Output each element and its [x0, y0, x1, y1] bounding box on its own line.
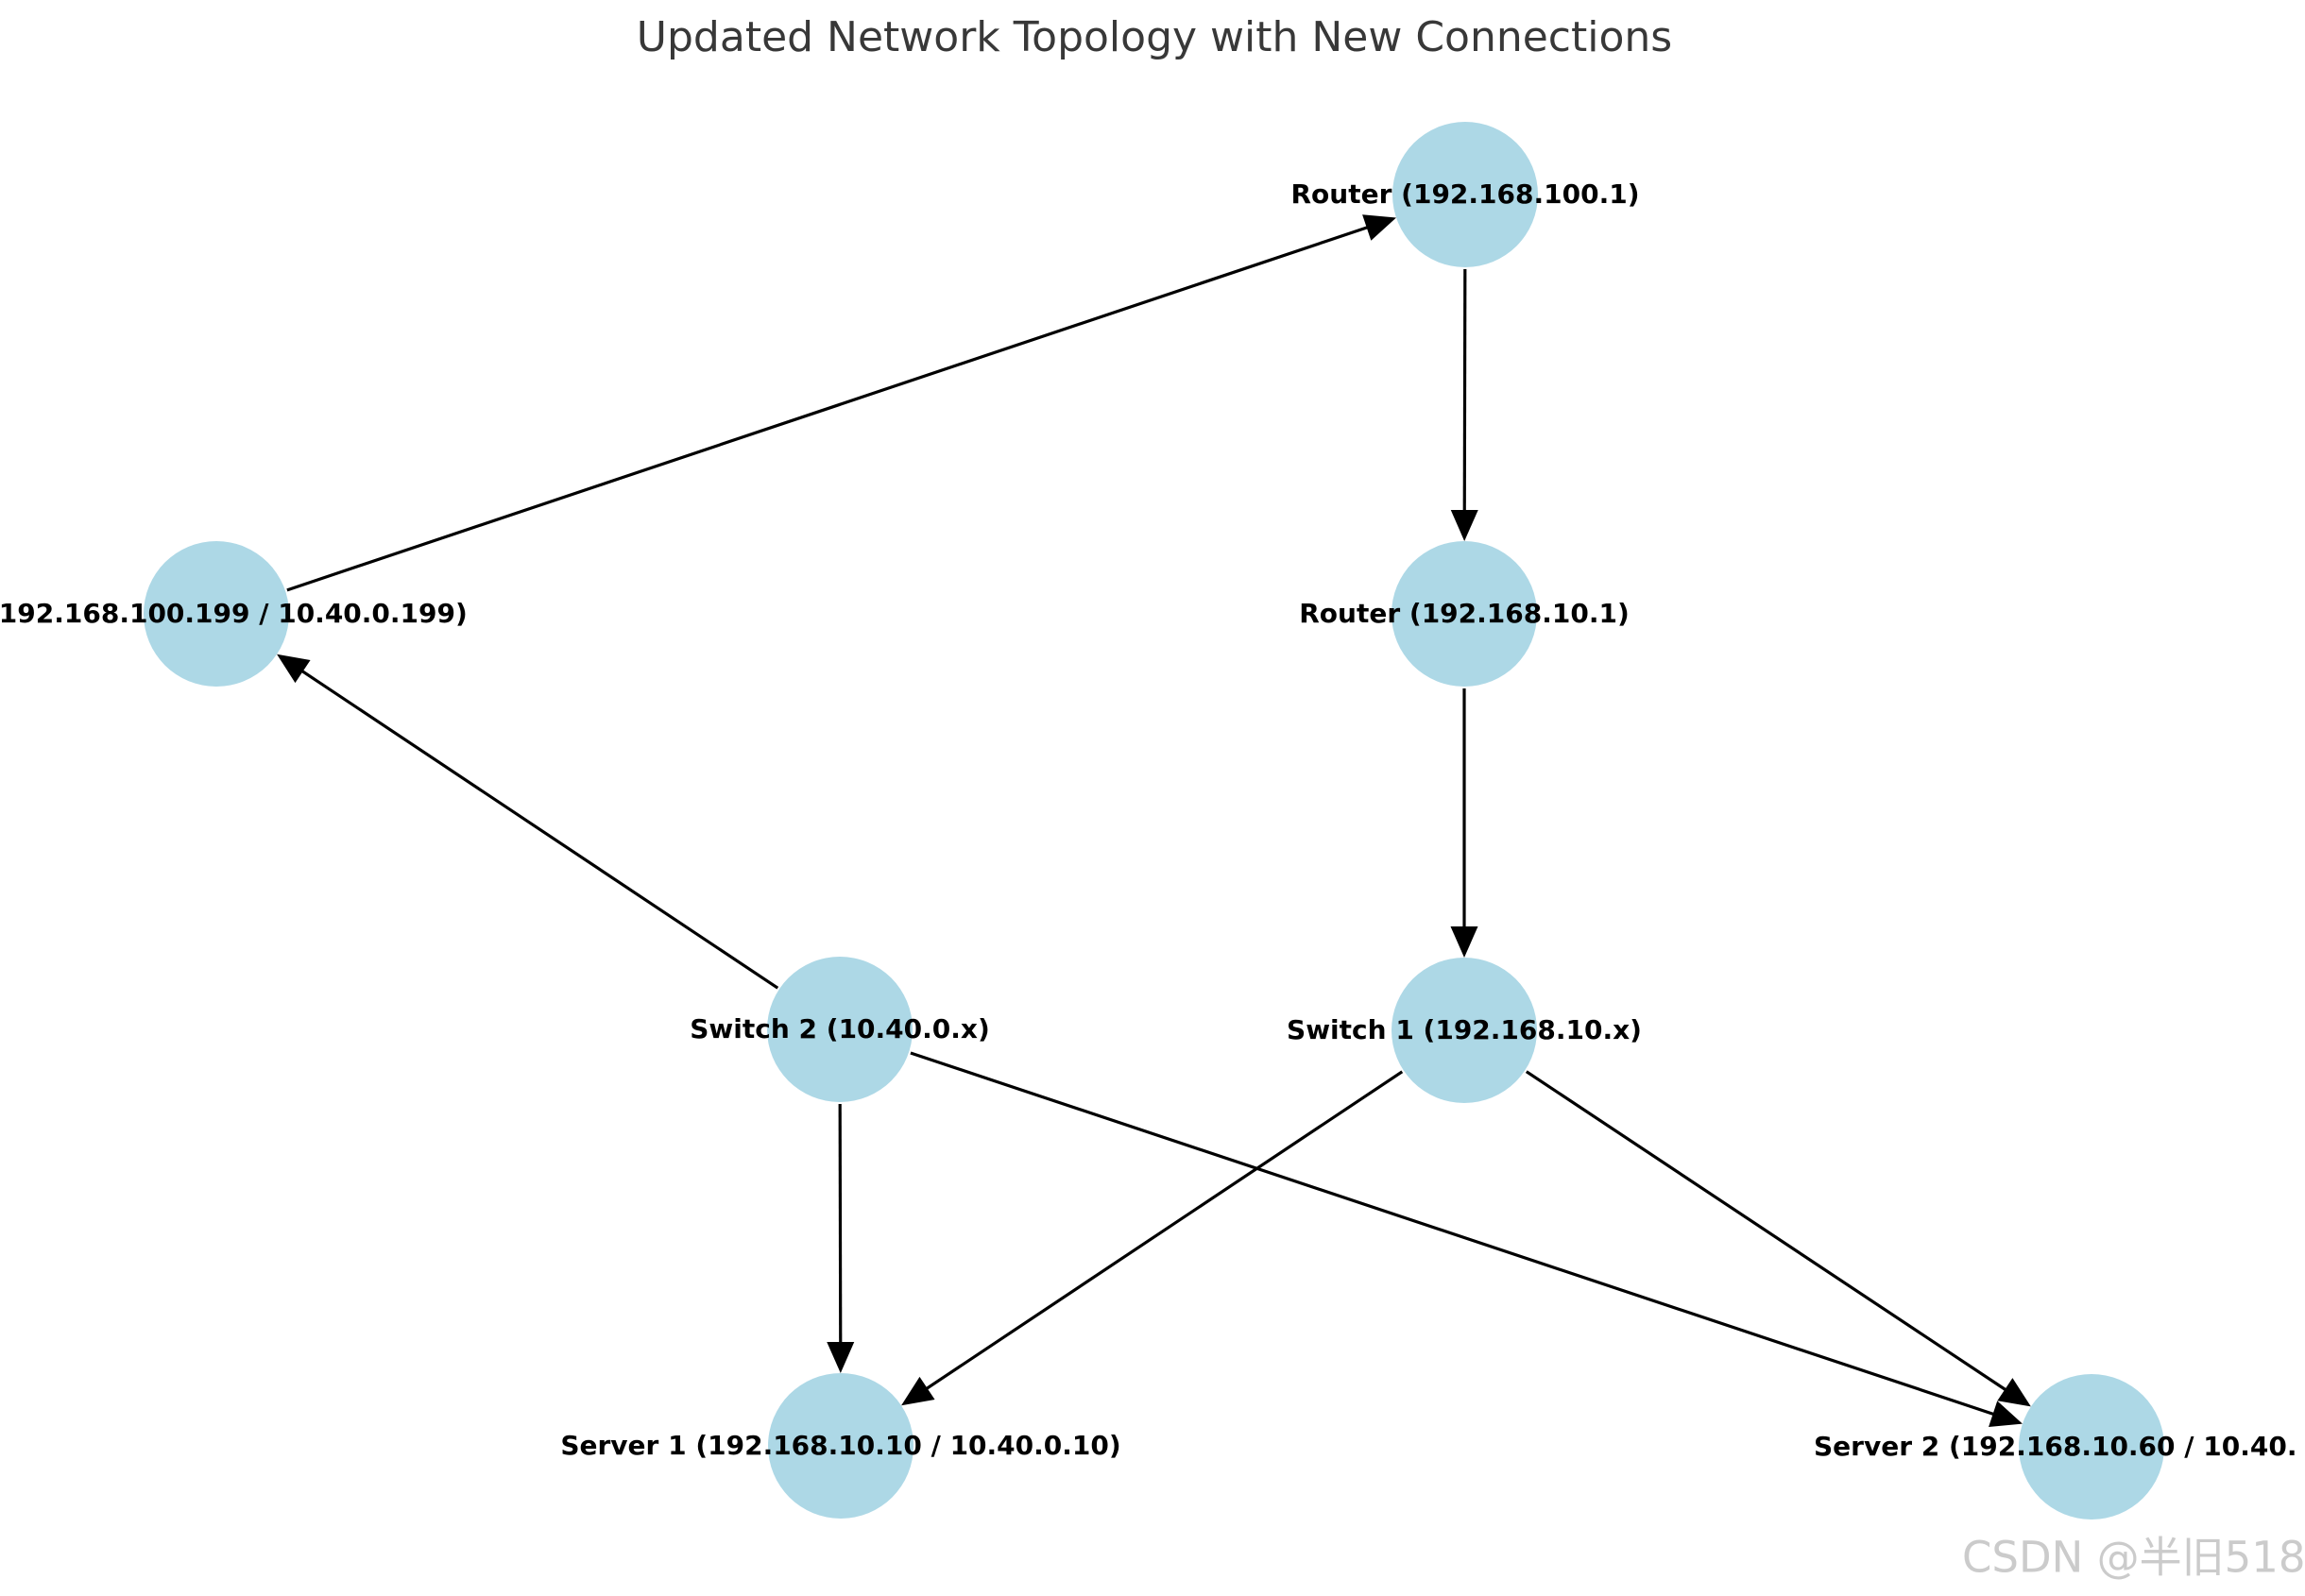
node-circle-server-2 — [2019, 1374, 2164, 1520]
arrowhead-switch-2-to-pc — [277, 654, 311, 684]
watermark: CSDN @半旧518 — [1962, 1532, 2305, 1583]
node-label-server-1: Server 1 (192.168.10.10 / 10.40.0.10) — [560, 1430, 1121, 1461]
edge-switch-1-to-server-2 — [1525, 1070, 2009, 1393]
node-label-switch-2: Switch 2 (10.40.0.x) — [690, 1013, 990, 1044]
node-label-switch-1: Switch 1 (192.168.10.x) — [1287, 1014, 1642, 1045]
arrowhead-router-10-to-switch-1 — [1450, 926, 1478, 958]
edge-pc-to-router-100 — [286, 225, 1372, 592]
node-label-pc: (192.168.100.199 / 10.40.0.199) — [0, 598, 468, 629]
edge-switch-2-to-pc — [299, 668, 779, 990]
node-label-server-2: Server 2 (192.168.10.60 / 10.40. — [1814, 1431, 2297, 1462]
edge-router-100-to-router-10 — [1462, 268, 1467, 515]
edge-switch-1-to-server-1 — [923, 1070, 1404, 1392]
node-circle-pc — [144, 541, 289, 687]
arrowhead-switch-1-to-server-2 — [1997, 1378, 2031, 1407]
chart-title: Updated Network Topology with New Connec… — [636, 13, 1673, 61]
node-label-router-100: Router (192.168.100.1) — [1290, 178, 1640, 210]
arrowhead-switch-1-to-server-1 — [901, 1376, 935, 1406]
edge-switch-2-to-server-1 — [838, 1103, 843, 1347]
node-label-router-10: Router (192.168.10.1) — [1299, 598, 1630, 629]
node-circle-server-1 — [768, 1373, 913, 1519]
node-circle-router-10 — [1392, 541, 1537, 687]
node-circle-switch-2 — [767, 957, 913, 1102]
edge-switch-2-to-server-2 — [910, 1051, 1997, 1417]
arrowhead-switch-2-to-server-1 — [827, 1341, 855, 1374]
arrowhead-router-100-to-router-10 — [1450, 509, 1478, 542]
arrowhead-pc-to-router-100 — [1362, 214, 1397, 241]
node-circle-router-100 — [1392, 122, 1538, 267]
node-circle-switch-1 — [1392, 958, 1537, 1103]
arrowhead-switch-2-to-server-2 — [1989, 1401, 2023, 1427]
